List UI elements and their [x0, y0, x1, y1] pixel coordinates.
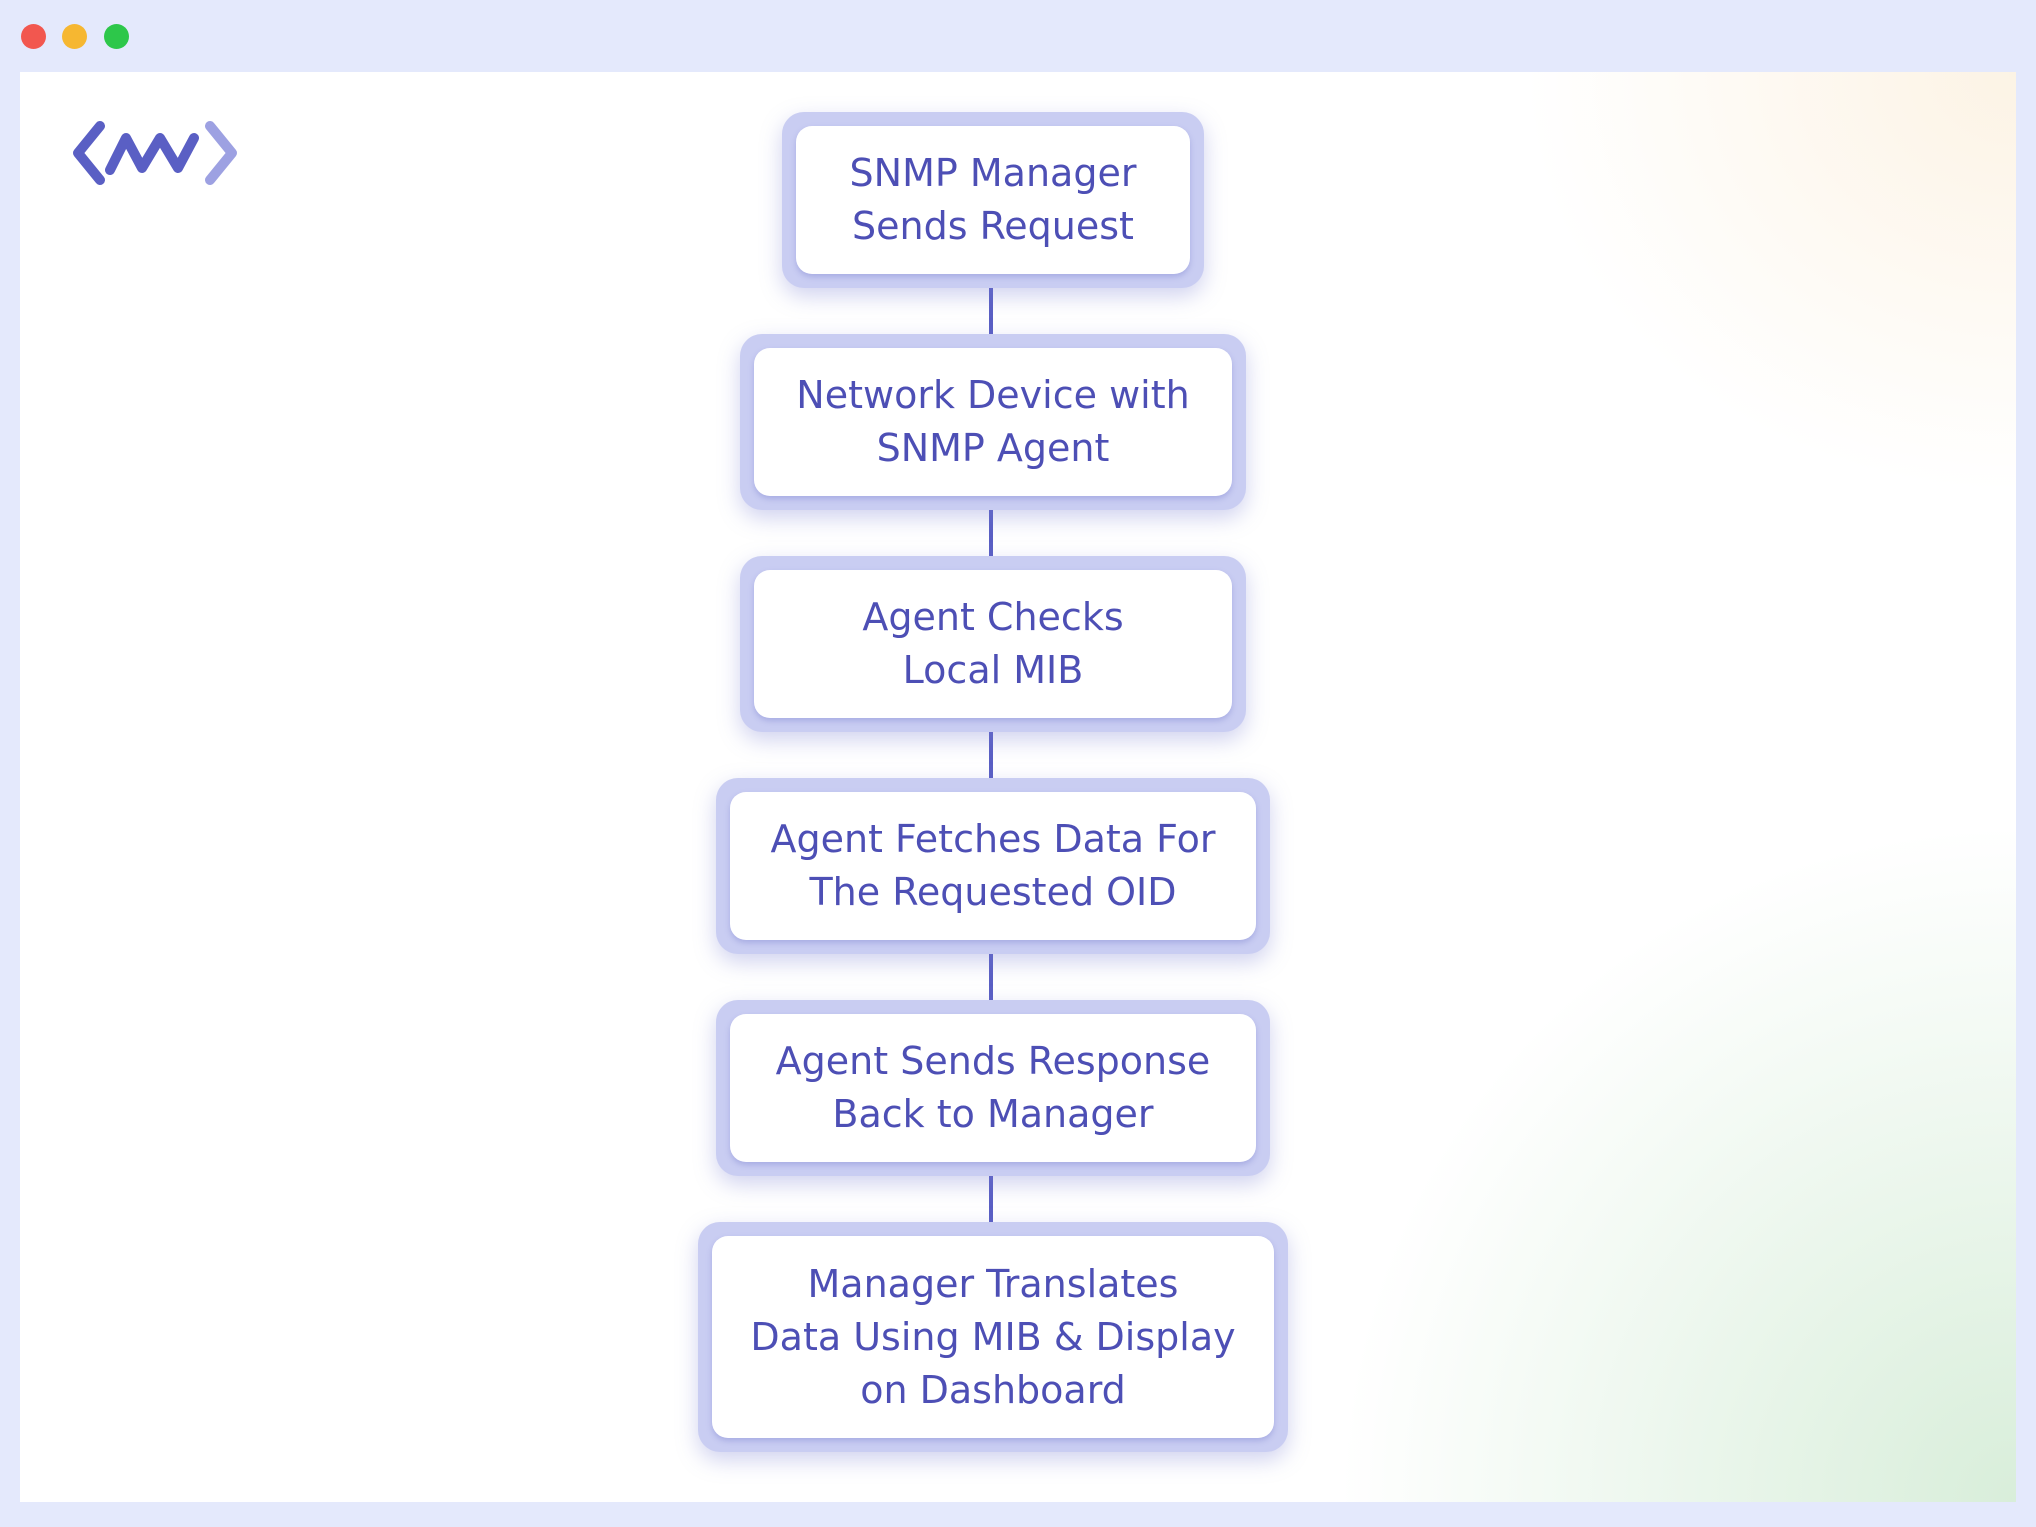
window-minimize-button[interactable]: [62, 24, 87, 49]
flow-step-label: Agent Sends Response Back to Manager: [775, 1039, 1211, 1136]
connector-4-5: [989, 946, 993, 1016]
connector-3-4: [989, 724, 993, 794]
connector-5-6: [989, 1168, 993, 1238]
diagram-canvas: SNMP Manager Sends Request Network Devic…: [20, 72, 2016, 1502]
flow-step-4: Agent Fetches Data For The Requested OID: [716, 778, 1270, 954]
flow-step-2: Network Device with SNMP Agent: [740, 334, 1246, 510]
flowchart: SNMP Manager Sends Request Network Devic…: [20, 72, 2016, 1502]
flow-step-3: Agent Checks Local MIB: [740, 556, 1246, 732]
window-close-button[interactable]: [21, 24, 46, 49]
flow-step-6: Manager Translates Data Using MIB & Disp…: [698, 1222, 1288, 1452]
flow-step-label: Agent Fetches Data For The Requested OID: [770, 817, 1216, 914]
flow-step-label: Network Device with SNMP Agent: [796, 373, 1190, 470]
flow-step-label: Agent Checks Local MIB: [862, 595, 1124, 692]
flow-step-1: SNMP Manager Sends Request: [782, 112, 1204, 288]
flow-step-5: Agent Sends Response Back to Manager: [716, 1000, 1270, 1176]
flow-step-label: SNMP Manager Sends Request: [849, 151, 1137, 248]
window-maximize-button[interactable]: [104, 24, 129, 49]
flow-step-label: Manager Translates Data Using MIB & Disp…: [750, 1261, 1236, 1412]
connector-2-3: [989, 502, 993, 572]
brand-logo-icon: [73, 121, 237, 185]
window-titlebar: [0, 0, 2036, 72]
connector-1-2: [989, 280, 993, 350]
